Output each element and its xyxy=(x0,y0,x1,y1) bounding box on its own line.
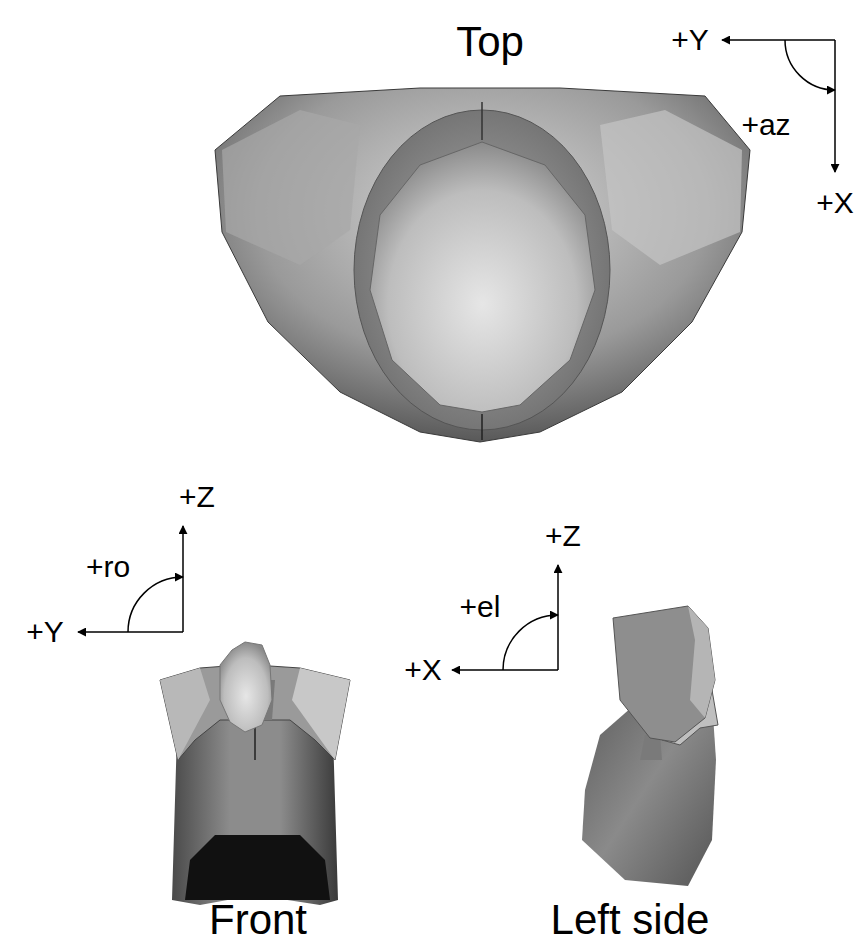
angle-label: +el xyxy=(460,592,501,622)
angle-label: +ro xyxy=(86,552,130,582)
roll-arc xyxy=(128,577,183,632)
view-title: Top xyxy=(456,21,524,63)
left-shoulder xyxy=(160,668,210,760)
top-view-figure xyxy=(215,88,750,442)
axis-label: +X xyxy=(404,655,442,685)
axis-x xyxy=(452,669,558,671)
right-shoulder xyxy=(292,668,350,760)
axis-z xyxy=(182,526,184,632)
head-side xyxy=(688,606,715,718)
seam xyxy=(481,102,483,140)
head xyxy=(220,642,272,732)
side-axes xyxy=(452,565,558,670)
right-shoulder xyxy=(600,110,742,265)
axis-x xyxy=(834,40,836,172)
axis-y xyxy=(722,39,835,41)
side-view-figure xyxy=(582,606,718,886)
axis-label: +Y xyxy=(671,25,709,55)
neck-rim xyxy=(354,110,610,430)
left-shoulder xyxy=(222,110,360,265)
head-top xyxy=(370,142,595,412)
elevation-arc xyxy=(503,615,558,670)
top-axes xyxy=(722,40,835,172)
axis-label: +Z xyxy=(179,482,215,512)
axis-label: +Y xyxy=(26,617,64,647)
seam xyxy=(481,414,483,440)
shoulder-shell xyxy=(215,88,750,442)
axis-y xyxy=(78,631,183,633)
head xyxy=(613,606,715,742)
front-view-figure xyxy=(160,642,350,905)
view-title: Front xyxy=(209,899,307,941)
axis-label: +X xyxy=(816,188,854,218)
axis-label: +Z xyxy=(545,521,581,551)
front-axes xyxy=(78,526,183,632)
torso-base xyxy=(185,835,330,900)
azimuth-arc xyxy=(785,40,835,90)
angle-label: +az xyxy=(741,110,790,140)
view-title: Left side xyxy=(551,899,710,941)
axis-z xyxy=(557,565,559,670)
